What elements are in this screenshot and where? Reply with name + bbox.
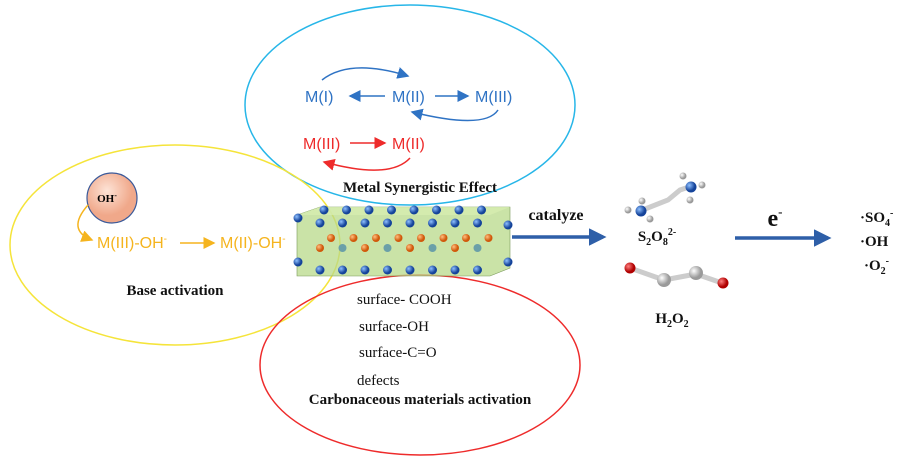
oh-bubble xyxy=(86,172,138,224)
interlayer-atom xyxy=(383,244,392,252)
metal-atom xyxy=(315,218,325,228)
metal-red-m2: M(II) xyxy=(392,136,425,153)
metal-atom xyxy=(450,265,460,275)
metal-atom xyxy=(364,205,374,215)
metal-atom xyxy=(383,265,392,275)
interlayer-atom xyxy=(484,234,493,242)
electron-label: e- xyxy=(768,204,783,232)
metal-atom xyxy=(503,257,513,267)
interlayer-atom xyxy=(338,244,347,252)
metal-atom xyxy=(387,205,396,215)
interlayer-atom xyxy=(327,234,335,242)
metal-atom xyxy=(342,205,351,215)
radical-hydroxyl: ·OH xyxy=(860,234,889,250)
species-m3-oh: M(III)-OH- xyxy=(97,234,167,252)
base-activation-ellipse xyxy=(9,144,341,346)
metal-m1: M(I) xyxy=(305,89,333,106)
metal-atom xyxy=(432,205,441,215)
interlayer-atom xyxy=(406,244,414,252)
metal-atom xyxy=(315,265,325,275)
interlayer-atom xyxy=(316,244,324,252)
interlayer-atom xyxy=(349,234,358,242)
arrow-oh-to-species xyxy=(77,204,94,242)
metal-atom xyxy=(409,205,419,215)
metal-atom xyxy=(450,218,460,228)
hydrogen-peroxide-label: H2O2 xyxy=(655,311,688,330)
layered-catalyst-structure xyxy=(293,205,513,277)
metal-atom xyxy=(503,220,513,230)
interlayer-atom xyxy=(439,234,448,242)
metal-atom xyxy=(477,205,486,215)
persulfate-label: S2O82- xyxy=(638,227,676,248)
radical-superoxide: ·O2- xyxy=(864,256,889,277)
metal-atom xyxy=(473,265,482,275)
interlayer-atom xyxy=(451,244,459,252)
metal-atom xyxy=(383,218,392,228)
interlayer-atom xyxy=(473,244,482,252)
base-activation-title: Base activation xyxy=(126,283,224,299)
interlayer-atom xyxy=(417,234,425,242)
arrow-m1-to-m2-curve xyxy=(321,67,410,81)
species-m2-oh: M(II)-OH- xyxy=(220,234,286,252)
radical-sulfate: ·SO4- xyxy=(860,208,893,229)
carbon-activation-title: Carbonaceous materials activation xyxy=(309,392,532,408)
metal-atom xyxy=(293,257,303,267)
metal-atom xyxy=(338,218,347,228)
carbon-item: surface-C=O xyxy=(359,345,437,361)
metal-atom xyxy=(293,213,303,223)
oh-bubble-label: OH- xyxy=(97,191,117,205)
metal-atom xyxy=(428,265,437,275)
metal-m3: M(III) xyxy=(475,89,512,106)
interlayer-atom xyxy=(394,234,403,242)
carbon-item: surface-OH xyxy=(359,319,429,335)
arrow-red-m2-to-m3-curve xyxy=(322,157,411,171)
carbon-item: defects xyxy=(357,373,400,389)
interlayer-atom xyxy=(462,234,470,242)
metal-atom xyxy=(360,265,370,275)
metal-red-m3: M(III) xyxy=(303,136,340,153)
hydrogen-peroxide-molecule xyxy=(624,262,729,289)
metal-atom xyxy=(338,265,347,275)
interlayer-atom xyxy=(372,234,380,242)
metal-atom xyxy=(428,218,437,228)
arrow-m3-to-m2-curve xyxy=(410,108,499,122)
metal-synergy-title: Metal Synergistic Effect xyxy=(343,180,497,196)
metal-atom xyxy=(319,205,329,215)
catalyze-label: catalyze xyxy=(528,207,583,224)
interlayer-atom xyxy=(428,244,437,252)
metal-atom xyxy=(360,218,370,228)
metal-atom xyxy=(405,218,415,228)
metal-m2: M(II) xyxy=(392,89,425,106)
carbon-item: surface- COOH xyxy=(357,292,452,308)
persulfate-molecule xyxy=(624,172,706,223)
metal-atom xyxy=(405,265,415,275)
interlayer-atom xyxy=(361,244,369,252)
metal-atom xyxy=(454,205,464,215)
metal-atom xyxy=(473,218,482,228)
metal-synergy-ellipse xyxy=(244,4,576,206)
